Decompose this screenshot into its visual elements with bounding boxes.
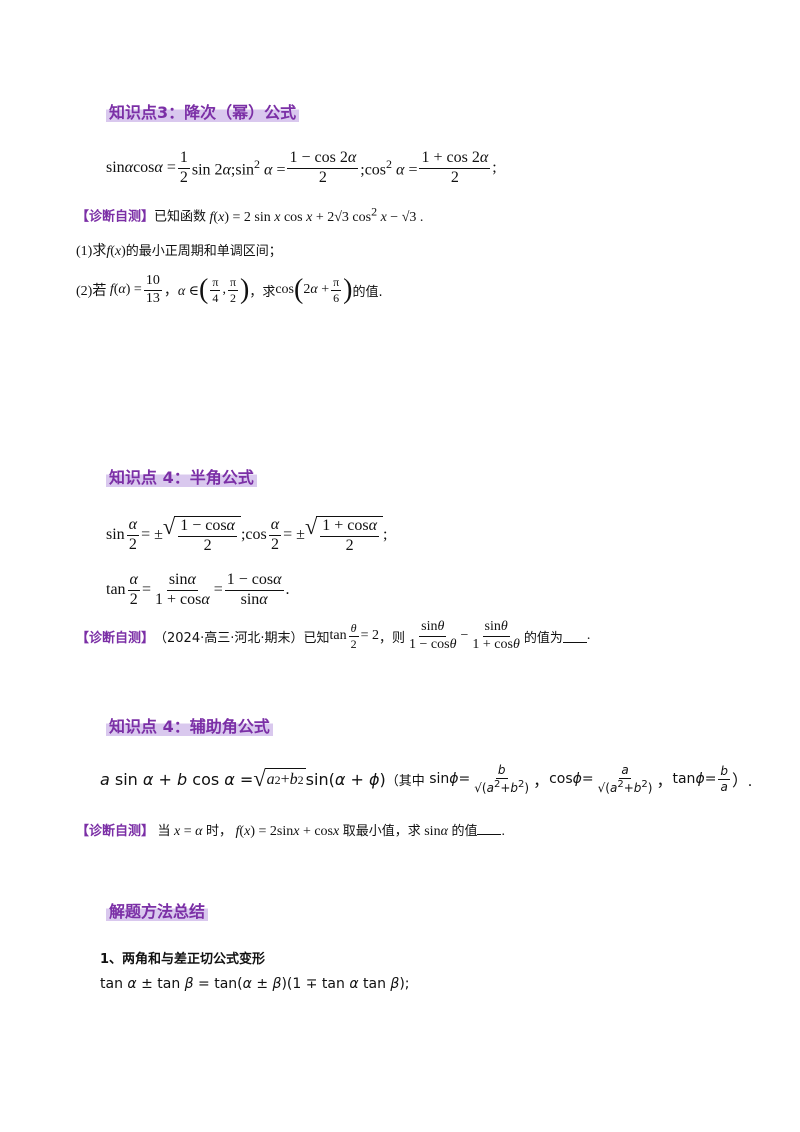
section-heading-5: 知识点 4：辅助角公式 [106,712,273,738]
section-heading-3: 知识点3：降次（幂）公式 [106,98,300,124]
diagnostic-test-5: 【诊断自测】 当 x = α 时， f(x) = 2sinx + cosx 取最… [76,824,505,839]
summary-item-1: 1、两角和与差正切公式变形 [100,952,266,967]
question-1: (1)求f(x)的最小正周期和单调区间； [76,244,282,259]
section-heading-summary: 解题方法总结 [106,897,209,923]
tangent-sum-formula: tan α ± tan β = tan(α ± β)(1 ∓ tan α tan… [100,976,410,992]
section-heading-4: 知识点 4：半角公式 [106,463,257,489]
diagnostic-test-3: 【诊断自测】已知函数 f(x) = 2 sin x cos x + 2√3 co… [76,204,424,225]
